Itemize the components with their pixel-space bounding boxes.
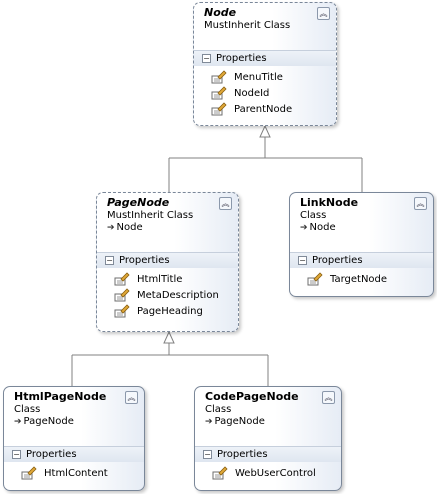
property-icon (211, 86, 227, 100)
property-icon (212, 466, 228, 480)
member-item[interactable]: TargetNode (307, 271, 433, 287)
member-name: PageHeading (137, 305, 203, 317)
member-item[interactable]: WebUserControl (212, 465, 341, 481)
properties-section-header[interactable]: − Properties (290, 252, 433, 268)
minus-icon[interactable]: − (105, 256, 114, 265)
property-icon (211, 102, 227, 116)
member-name: TargetNode (330, 273, 388, 285)
class-title: CodePageNode (205, 390, 299, 403)
base-class: ➔Node (300, 222, 336, 233)
properties-section-header[interactable]: − Properties (97, 252, 238, 268)
property-icon (114, 304, 130, 318)
double-chevron-up-icon[interactable]: ︽ (317, 7, 330, 20)
member-item[interactable]: HtmlContent (21, 465, 144, 481)
member-name: HtmlContent (44, 467, 108, 479)
inheritance-arrow-icon: ➔ (14, 417, 22, 427)
section-label: Properties (217, 449, 268, 460)
minus-icon[interactable]: − (202, 54, 211, 63)
minus-icon[interactable]: − (203, 450, 212, 459)
properties-section-header[interactable]: − Properties (4, 446, 144, 462)
property-icon (211, 70, 227, 84)
member-name: ParentNode (234, 103, 293, 115)
member-item[interactable]: NodeId (211, 85, 336, 101)
section-label: Properties (216, 53, 267, 64)
class-page-node[interactable]: PageNode MustInherit Class ➔Node ︽ − Pro… (96, 192, 239, 332)
class-title: HtmlPageNode (14, 390, 107, 403)
property-icon (114, 288, 130, 302)
properties-section-header[interactable]: − Properties (195, 446, 341, 462)
inheritance-arrowhead (163, 330, 175, 344)
minus-icon[interactable]: − (298, 256, 307, 265)
member-name: WebUserControl (235, 467, 316, 479)
member-item[interactable]: PageHeading (114, 303, 238, 319)
class-title: PageNode (107, 196, 170, 209)
base-class: ➔Node (107, 222, 143, 233)
class-title: LinkNode (300, 196, 359, 209)
inheritance-arrow-icon: ➔ (205, 417, 213, 427)
member-name: MetaDescription (137, 289, 219, 301)
class-kind: MustInherit Class (107, 210, 194, 221)
class-html-page-node[interactable]: HtmlPageNode Class ➔PageNode ︽ − Propert… (3, 386, 145, 491)
property-icon (307, 272, 323, 286)
base-class: ➔PageNode (14, 416, 74, 427)
properties-section-header[interactable]: − Properties (194, 50, 336, 66)
double-chevron-up-icon[interactable]: ︽ (322, 391, 335, 404)
inheritance-arrow-icon: ➔ (300, 223, 308, 233)
class-kind: MustInherit Class (204, 20, 291, 31)
section-label: Properties (119, 255, 170, 266)
class-kind: Class (300, 210, 327, 221)
inheritance-arrow-icon: ➔ (107, 223, 115, 233)
class-kind: Class (205, 404, 232, 415)
member-name: NodeId (234, 87, 270, 99)
member-name: MenuTitle (234, 71, 283, 83)
member-item[interactable]: ParentNode (211, 101, 336, 117)
member-item[interactable]: MenuTitle (211, 69, 336, 85)
section-label: Properties (26, 449, 77, 460)
double-chevron-up-icon[interactable]: ︽ (125, 391, 138, 404)
double-chevron-up-icon[interactable]: ︽ (414, 197, 427, 210)
section-label: Properties (312, 255, 363, 266)
member-item[interactable]: HtmlTitle (114, 271, 238, 287)
base-class: ➔PageNode (205, 416, 265, 427)
double-chevron-up-icon[interactable]: ︽ (219, 197, 232, 210)
class-title: Node (204, 6, 237, 19)
class-link-node[interactable]: LinkNode Class ➔Node ︽ − Properties Targ… (289, 192, 434, 297)
class-node[interactable]: Node MustInherit Class ︽ − Properties Me… (193, 2, 337, 126)
member-name: HtmlTitle (137, 273, 183, 285)
class-code-page-node[interactable]: CodePageNode Class ➔PageNode ︽ − Propert… (194, 386, 342, 491)
property-icon (21, 466, 37, 480)
member-item[interactable]: MetaDescription (114, 287, 238, 303)
inheritance-arrowhead (259, 124, 271, 138)
property-icon (114, 272, 130, 286)
minus-icon[interactable]: − (12, 450, 21, 459)
class-kind: Class (14, 404, 41, 415)
